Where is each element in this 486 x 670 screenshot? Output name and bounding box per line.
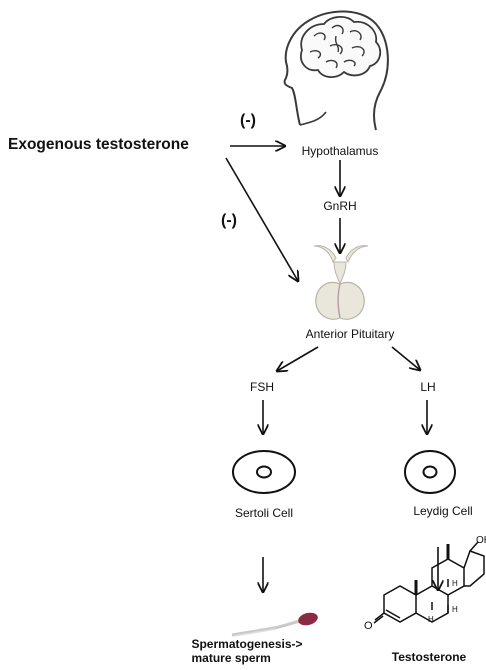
brain-icon [300, 16, 382, 78]
atom-o-label: O [364, 620, 373, 632]
gnrh-label: GnRH [323, 199, 357, 213]
exogenous-testosterone-label: Exogenous testosterone [8, 136, 189, 153]
sertoli-cell-icon [232, 450, 296, 494]
atom-h-label: H [452, 605, 458, 614]
pituitary-gland-icon [313, 245, 369, 320]
leydig-cell-label: Leydig Cell [413, 504, 473, 518]
inhibition-marker: (-) [240, 112, 256, 129]
sperm-icon [231, 612, 318, 637]
spermatogenesis-line2: mature sperm [191, 651, 271, 665]
atom-h-label: H [428, 615, 434, 624]
arrow-pituitary-to-lh [391, 346, 420, 370]
testosterone-label: Testosterone [391, 650, 467, 664]
lh-label: LH [420, 380, 436, 394]
arrow-exogenous-to-pituitary [225, 157, 298, 281]
anterior-pituitary-label: Anterior Pituitary [305, 327, 395, 341]
atom-oh-label: OH [476, 535, 486, 546]
spermatogenesis-label: Spermatogenesis-> mature sperm [191, 637, 302, 665]
head-outline [283, 10, 389, 131]
sertoli-cell-label: Sertoli Cell [234, 506, 294, 520]
fsh-label: FSH [250, 380, 274, 394]
head-brain-icon [283, 10, 389, 131]
hypothalamus-label: Hypothalamus [301, 144, 379, 158]
inhibition-marker: (-) [221, 212, 237, 229]
testosterone-molecule-icon [373, 541, 485, 624]
leydig-cell-icon [404, 450, 456, 494]
arrow-pituitary-to-fsh [277, 346, 319, 371]
atom-h-label: H [452, 579, 458, 588]
spermatogenesis-line1: Spermatogenesis-> [191, 637, 303, 651]
